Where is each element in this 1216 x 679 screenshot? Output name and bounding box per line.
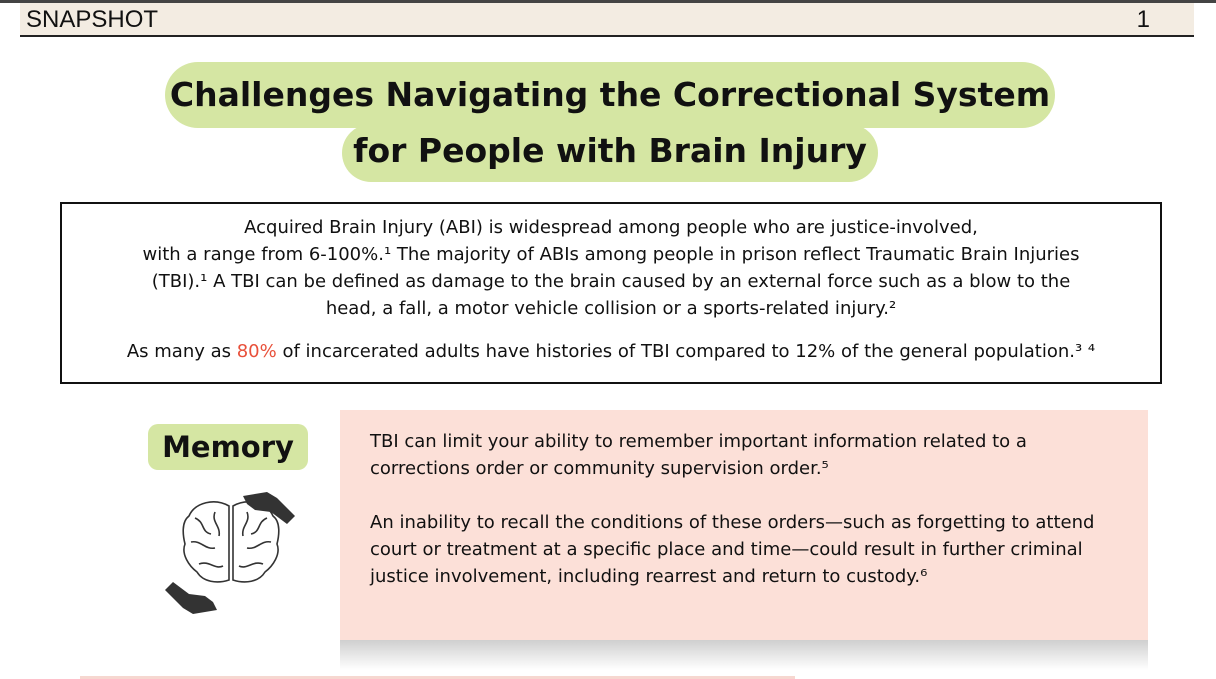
memory-content-box: TBI can limit your ability to remember i… (340, 410, 1148, 640)
memory-paragraph-1: TBI can limit your ability to remember i… (370, 431, 1027, 479)
page-header: SNAPSHOT 1 (20, 3, 1194, 37)
brain-hands-icon (165, 492, 295, 614)
intro-line: head, a fall, a motor vehicle collision … (325, 298, 897, 319)
stat-highlight: 80% (236, 341, 277, 362)
memory-heading: Memory (148, 424, 308, 470)
stat-text: of incarcerated adults have histories of… (276, 341, 1096, 362)
intro-box: Acquired Brain Injury (ABI) is widesprea… (60, 202, 1162, 384)
stat-paragraph: As many as 80% of incarcerated adults ha… (62, 338, 1160, 365)
intro-line: (TBI).¹ A TBI can be defined as damage t… (151, 271, 1071, 292)
page-title-line-2: for People with Brain Injury (342, 124, 878, 182)
stat-text: As many as (126, 341, 237, 362)
box-shadow (340, 640, 1148, 670)
top-border (0, 0, 1216, 3)
intro-paragraph: Acquired Brain Injury (ABI) is widesprea… (62, 214, 1160, 322)
memory-paragraph-2: An inability to recall the conditions of… (370, 512, 1095, 587)
intro-line: with a range from 6-100%.¹ The majority … (142, 244, 1080, 265)
page-title-line-1: Challenges Navigating the Correctional S… (165, 62, 1055, 128)
next-section-edge (80, 676, 795, 679)
page-number: 1 (1136, 6, 1150, 33)
header-label: SNAPSHOT (26, 6, 159, 33)
intro-line: Acquired Brain Injury (ABI) is widesprea… (244, 217, 978, 238)
